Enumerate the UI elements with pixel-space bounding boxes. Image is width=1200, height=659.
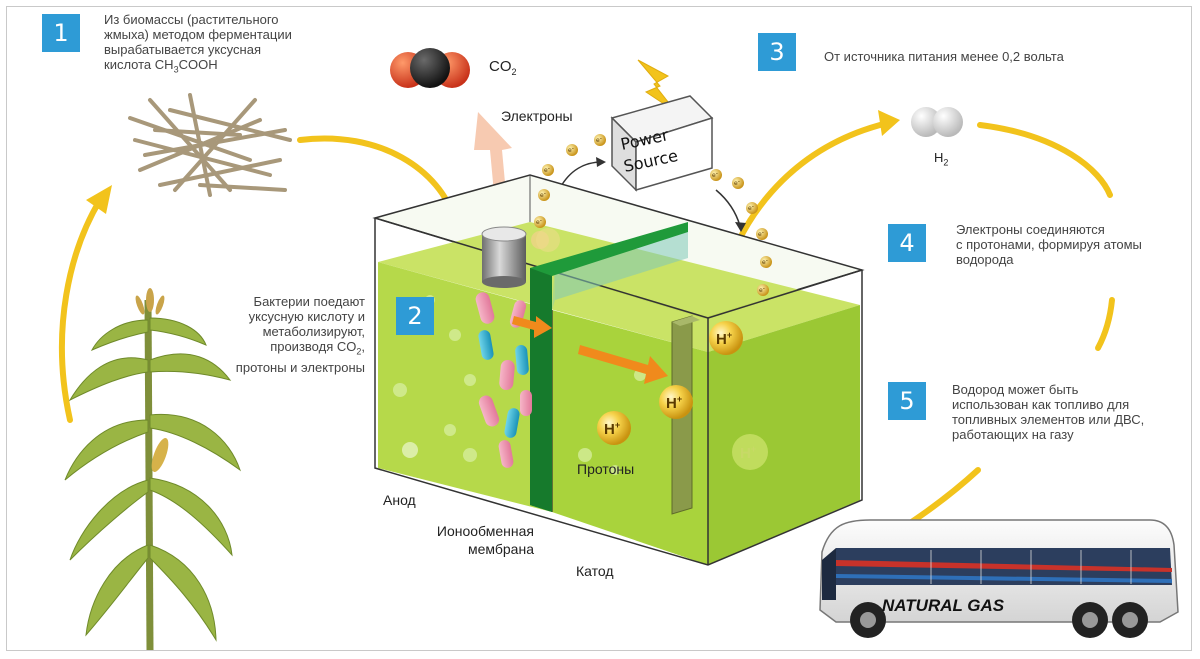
h-plus-ion xyxy=(659,385,693,419)
h2-label: H2 xyxy=(934,150,949,168)
step-badge-3: 3 xyxy=(758,33,796,71)
h-plus-label: H+ xyxy=(604,420,620,438)
electron-label: e- xyxy=(544,165,550,174)
electron xyxy=(542,164,554,176)
electron-label: e- xyxy=(748,203,754,212)
electron xyxy=(746,202,758,214)
electron-label: e- xyxy=(734,178,740,187)
step-3-line: От источника питания менее 0,2 вольта xyxy=(824,49,1064,64)
step-4-line: водорода xyxy=(956,252,1014,267)
step-2-line: уксусную кислоту и xyxy=(248,309,365,324)
h2-molecule-icon xyxy=(911,107,963,137)
h-plus-label-faded: H+ xyxy=(740,444,756,462)
electron xyxy=(566,144,578,156)
step-5-line: использован как топливо для xyxy=(952,397,1130,412)
membrane-label: Ионообменная мембрана xyxy=(410,522,534,558)
h-plus-ion-faded xyxy=(536,228,560,252)
h-plus-ions xyxy=(536,228,768,470)
electron-label: e- xyxy=(712,170,718,179)
arrow-h2-around xyxy=(977,122,1113,198)
anode-cylinder xyxy=(481,226,527,288)
bubbles xyxy=(393,231,646,475)
electron-label: e- xyxy=(540,190,546,199)
step-5-line: работающих на газу xyxy=(952,427,1074,442)
arrowhead-up-left xyxy=(86,185,112,214)
step-badge-1: 1 xyxy=(42,14,80,52)
step-badge-4: 4 xyxy=(888,224,926,262)
electron-label: e- xyxy=(596,135,602,144)
electrons xyxy=(534,134,772,296)
electron-flow-arrowhead-in xyxy=(596,157,606,167)
step-1-line: жмыха) методом ферментации xyxy=(104,27,292,42)
step-4-line: Электроны соединяются xyxy=(956,222,1105,237)
diagram-frame xyxy=(6,6,1192,651)
anode-label: Анод xyxy=(383,492,416,508)
electron-label: e- xyxy=(762,257,768,266)
electron-label: e- xyxy=(759,285,765,294)
step-2-description: Бактерии поедают уксусную кислоту и мета… xyxy=(205,294,365,375)
cathode-label: Катод xyxy=(576,563,614,579)
h-plus-ion xyxy=(709,321,743,355)
step-4-description: Электроны соединяются с протонами, форми… xyxy=(956,222,1142,267)
proton-flow-arrows xyxy=(512,316,668,384)
bus-icon xyxy=(819,519,1179,638)
electrolysis-tank xyxy=(372,174,865,566)
electron xyxy=(757,284,769,296)
step-badge-5: 5 xyxy=(888,382,926,420)
electron-label: e- xyxy=(536,217,542,226)
cathode-chamber xyxy=(552,310,708,565)
power-source-box xyxy=(610,95,714,192)
h-plus-label: H+ xyxy=(716,330,732,348)
step-5-description: Водород может быть использован как топли… xyxy=(952,382,1144,442)
electron-label: e- xyxy=(568,145,574,154)
arrow-side-mid xyxy=(1095,297,1115,351)
arrow-plant-to-biomass xyxy=(59,197,103,423)
step-2-line: метаболизируют, xyxy=(262,324,365,339)
electron-label: e- xyxy=(758,229,764,238)
electron-flow-arrow-out xyxy=(715,189,741,227)
electron xyxy=(760,256,772,268)
electron-flow-arrowhead-out xyxy=(735,222,746,232)
step-badge-2: 2 xyxy=(396,297,434,335)
step-2-line: Бактерии поедают xyxy=(253,294,365,309)
membrane-label-line: мембрана xyxy=(468,541,534,557)
electron xyxy=(710,169,722,181)
step-1-line: Из биомассы (растительного xyxy=(104,12,279,27)
electron xyxy=(534,216,546,228)
step-5-line: топливных элементов или ДВС, xyxy=(952,412,1145,427)
step-2-line: протоны и электроны xyxy=(235,359,365,375)
electron xyxy=(732,177,744,189)
co2-label: CO2 xyxy=(489,58,517,77)
electron xyxy=(756,228,768,240)
electrons-label: Электроны xyxy=(501,108,573,124)
step-1-line: вырабатывается уксусная xyxy=(104,42,261,57)
step-5-line: Водород может быть xyxy=(952,382,1079,397)
co2-molecule-icon xyxy=(390,48,470,88)
corn-plant-icon xyxy=(64,288,241,651)
h-plus-ion xyxy=(597,411,631,445)
h-plus-label: H+ xyxy=(666,394,682,412)
electron-flow-arrow-in xyxy=(559,161,603,189)
step-3-description: От источника питания менее 0,2 вольта xyxy=(824,49,1064,64)
step-4-line: с протонами, формируя атомы xyxy=(956,237,1142,252)
electron xyxy=(538,189,550,201)
bacteria xyxy=(475,292,532,468)
biomass-straw-icon xyxy=(128,93,292,197)
protons-label: Протоны xyxy=(577,461,635,477)
membrane-label-line: Ионообменная xyxy=(436,523,534,539)
arrowhead-h2 xyxy=(878,110,900,136)
step-1-description: Из биомассы (растительного жмыха) методо… xyxy=(104,12,292,78)
step-2-co2-line: производя CO2, xyxy=(270,339,365,357)
h-plus-ion-faded xyxy=(732,434,768,470)
step-1-formula-line: кислота CH3COOH xyxy=(104,57,218,75)
electron xyxy=(594,134,606,146)
bus-text: NATURAL GAS xyxy=(882,596,1005,615)
